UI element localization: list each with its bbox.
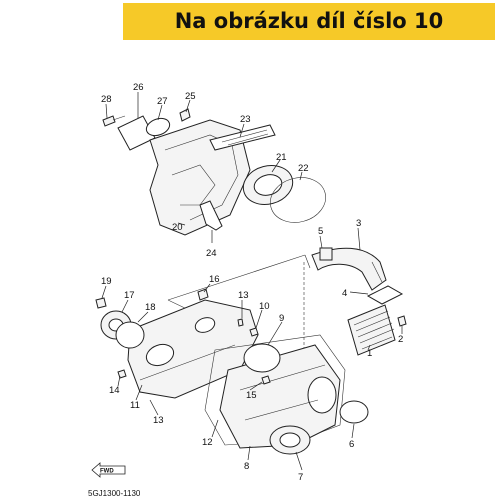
part-label-24: 24 — [206, 248, 217, 259]
part-label-9: 9 — [279, 313, 284, 324]
banner-title: Na obrázku díl číslo 10 — [174, 9, 444, 33]
part-label-27: 27 — [157, 96, 168, 107]
seal-23-shape — [209, 124, 276, 151]
part-label-19: 19 — [101, 276, 112, 287]
part-label-21: 21 — [276, 152, 287, 163]
part-label-12: 12 — [202, 437, 213, 448]
crankcase-cover-assembly — [95, 254, 369, 471]
bolt-16-shape — [197, 288, 209, 301]
title-banner: Na obrázku díl číslo 10 — [123, 3, 495, 40]
part-label-6: 6 — [349, 439, 354, 450]
part-label-20: 20 — [172, 222, 183, 233]
part-label-16: 16 — [209, 274, 220, 285]
bolt-15-shape — [261, 375, 271, 385]
filter-1-shape — [347, 304, 396, 356]
fwd-label: FWD — [100, 469, 114, 475]
part-label-11: 11 — [130, 400, 140, 411]
part-label-13-lower: 13 — [153, 415, 164, 426]
bracket-24-shape — [199, 200, 223, 231]
part-label-3: 3 — [356, 218, 361, 229]
intake-duct-assembly — [303, 227, 407, 385]
gasket-18-shape — [115, 321, 145, 349]
plate-27-shape — [145, 117, 171, 137]
part-label-14: 14 — [109, 385, 120, 396]
cover-8-shape — [219, 344, 341, 449]
part-label-25: 25 — [185, 91, 196, 102]
part-label-26: 26 — [133, 82, 144, 93]
bolt-25-shape — [179, 108, 191, 122]
ring-22-shape — [270, 177, 326, 223]
part-label-17: 17 — [124, 290, 135, 301]
dowel-10-shape — [249, 327, 259, 337]
pin-14-shape — [117, 369, 127, 379]
part-label-22: 22 — [298, 163, 309, 174]
part-label-28: 28 — [101, 94, 112, 105]
outer-cover-assembly — [102, 92, 326, 243]
part-label-1: 1 — [367, 348, 372, 359]
part-label-13-upper: 13 — [238, 290, 249, 301]
clamp-5-shape — [319, 247, 333, 261]
part-label-23: 23 — [240, 114, 251, 125]
pin-13-shape — [237, 318, 244, 327]
drawing-code: 5GJ1300-1130 — [88, 489, 141, 498]
bolt-19-shape — [95, 297, 107, 309]
part-label-2: 2 — [398, 334, 403, 345]
part-number-labels: 1 2 3 4 5 6 7 8 9 10 11 12 13 13 14 15 1… — [101, 82, 403, 483]
part-label-15: 15 — [246, 390, 257, 401]
part-label-5: 5 — [318, 226, 323, 237]
clamp-4-shape — [366, 285, 404, 305]
part-label-10: 10 — [259, 301, 270, 312]
fwd-arrow-icon: FWD — [91, 462, 126, 478]
part-label-7: 7 — [298, 472, 303, 483]
bolt-28-shape — [102, 115, 116, 127]
part-label-8: 8 — [244, 461, 249, 472]
screw-2-shape — [397, 315, 407, 327]
part-label-4: 4 — [342, 288, 347, 299]
o-ring-6-shape — [339, 400, 369, 424]
part-label-18: 18 — [145, 302, 156, 313]
oil-seal-9-shape — [243, 343, 281, 373]
